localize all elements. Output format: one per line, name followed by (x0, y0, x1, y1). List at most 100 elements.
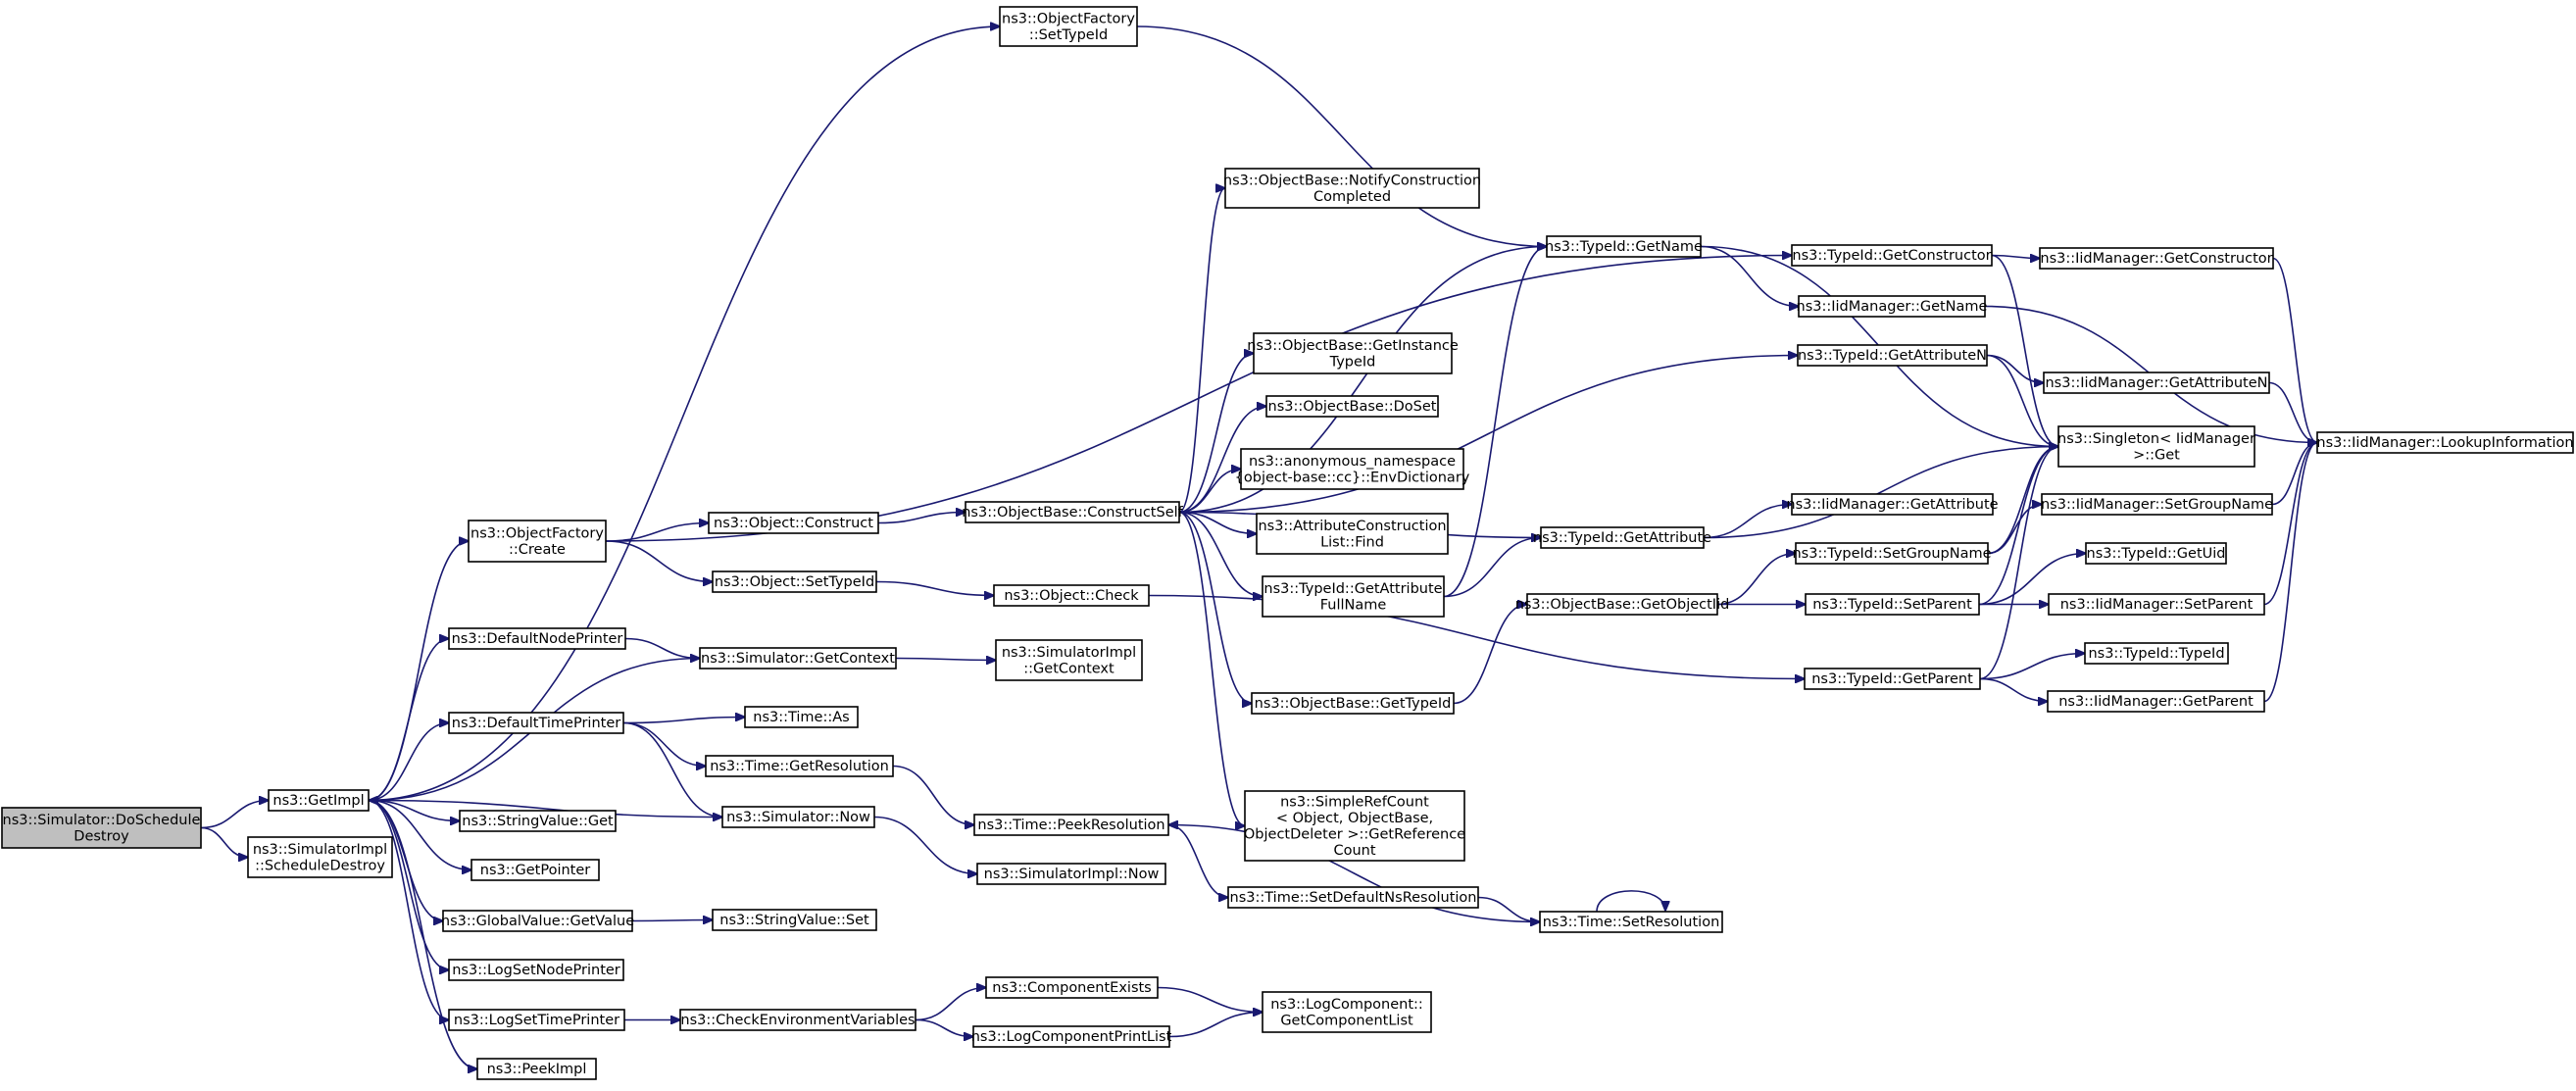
edge-ob_constructself-to-anon_envdict (1178, 470, 1241, 514)
node-checkenv[interactable]: ns3::CheckEnvironmentVariables (679, 1009, 916, 1031)
node-of_create[interactable]: ns3::ObjectFactory::Create (468, 520, 607, 563)
node-time_setdefnsres[interactable]: ns3::Time::SetDefaultNsResolution (1227, 886, 1479, 909)
node-ob_doset[interactable]: ns3::ObjectBase::DoSet (1265, 395, 1439, 418)
node-typeid_getattrn[interactable]: ns3::TypeId::GetAttributeN (1797, 344, 1988, 367)
node-typeid_getattr[interactable]: ns3::TypeId::GetAttribute (1533, 526, 1711, 549)
node-logsettimeprinter[interactable]: ns3::LogSetTimePrinter (448, 1009, 625, 1031)
node-simimpl_now[interactable]: ns3::SimulatorImpl::Now (976, 863, 1166, 885)
node-compexists[interactable]: ns3::ComponentExists (985, 976, 1159, 999)
node-iid_getparent[interactable]: ns3::IidManager::GetParent (2047, 690, 2265, 713)
edge-checkenv-to-compexists (915, 988, 986, 1021)
edge-ob_constructself-to-typeid_getattrn (1178, 356, 1798, 514)
node-typeid_getconstructor[interactable]: ns3::TypeId::GetConstructor (1791, 244, 1993, 267)
node-box (1240, 448, 1464, 490)
edge-sim_now-to-simimpl_now (873, 816, 977, 874)
node-ob_gettypeid[interactable]: ns3::ObjectBase::GetTypeId (1251, 692, 1455, 715)
node-typeid_setgroupname[interactable]: ns3::TypeId::SetGroupName (1792, 542, 1992, 565)
node-logcompprintlist[interactable]: ns3::LogComponentPrintList (971, 1025, 1172, 1048)
node-box (1795, 542, 1989, 565)
node-box (2085, 542, 2227, 565)
node-iid_getname[interactable]: ns3::IidManager::GetName (1797, 295, 1988, 318)
node-box (993, 584, 1150, 607)
node-box (448, 959, 624, 981)
node-label: ::GetContext (1023, 661, 1115, 676)
node-logsetnodeprinter[interactable]: ns3::LogSetNodePrinter (448, 959, 624, 981)
node-of_settypeid[interactable]: ns3::ObjectFactory::SetTypeId (999, 6, 1138, 47)
node-ob_constructself[interactable]: ns3::ObjectBase::ConstructSelf (962, 501, 1184, 523)
edge-ob_constructself-to-ob_notify (1178, 188, 1225, 514)
node-getimpl[interactable]: ns3::GetImpl (268, 789, 370, 812)
node-label: ns3::Time::SetDefaultNsResolution (1230, 890, 1477, 906)
node-typeid_setparent[interactable]: ns3::TypeId::SetParent (1805, 593, 1980, 616)
edge-typeid_getattrfullname-to-typeid_getname (1443, 247, 1547, 598)
node-typeid_getparent[interactable]: ns3::TypeId::GetParent (1804, 668, 1981, 690)
node-peekimpl[interactable]: ns3::PeekImpl (476, 1058, 597, 1080)
edge-typeid_getattr-to-iid_getattr (1703, 505, 1792, 539)
node-sim_getcontext[interactable]: ns3::Simulator::GetContext (699, 647, 897, 669)
node-iid_setparent[interactable]: ns3::IidManager::SetParent (2048, 593, 2265, 616)
node-box (268, 789, 370, 812)
node-label: ns3::IidManager::GetParent (2058, 694, 2254, 710)
node-anon_envdict[interactable]: ns3::anonymous_namespace{object-base::cc… (1235, 448, 1470, 490)
node-label: >::Get (2133, 447, 2180, 463)
node-logcomp_getlist[interactable]: ns3::LogComponent::GetComponentList (1262, 991, 1432, 1033)
node-simplerefcount[interactable]: ns3::SimpleRefCount< Object, ObjectBase,… (1244, 790, 1465, 862)
node-time_getres[interactable]: ns3::Time::GetResolution (705, 755, 894, 777)
node-obj_construct[interactable]: ns3::Object::Construct (708, 512, 879, 534)
edge-ob_constructself-to-simplerefcount (1178, 511, 1245, 826)
node-typeid_getuid[interactable]: ns3::TypeId::GetUid (2085, 542, 2227, 565)
node-box (468, 520, 607, 563)
node-time_peekres[interactable]: ns3::Time::PeekResolution (973, 814, 1169, 836)
edge-getimpl-to-getpointer (368, 799, 471, 870)
node-box (965, 501, 1180, 523)
node-gv_getvalue[interactable]: ns3::GlobalValue::GetValue (441, 910, 634, 932)
node-iid_getconstructor[interactable]: ns3::IidManager::GetConstructor (2039, 247, 2274, 270)
node-ob_getobjectiid[interactable]: ns3::ObjectBase::GetObjectIid (1515, 593, 1730, 616)
node-time_setres[interactable]: ns3::Time::SetResolution (1539, 911, 1723, 933)
node-box (1526, 593, 1718, 616)
node-iid_getattrn[interactable]: ns3::IidManager::GetAttributeN (2043, 372, 2270, 394)
node-typeid_getname[interactable]: ns3::TypeId::GetName (1545, 235, 1703, 258)
node-box (1539, 911, 1723, 933)
node-obj_settypeid[interactable]: ns3::Object::SetTypeId (712, 570, 877, 593)
node-box (1227, 886, 1479, 909)
node-obj_check[interactable]: ns3::Object::Check (993, 584, 1150, 607)
node-time_as[interactable]: ns3::Time::As (744, 706, 859, 728)
node-box (448, 712, 624, 734)
edge-gv_getvalue-to-stringvalue_set (631, 920, 713, 921)
node-label: ns3::DefaultNodePrinter (452, 631, 623, 647)
node-iid_getattr[interactable]: ns3::IidManager::GetAttribute (1786, 493, 1999, 516)
node-iid_setgroupname[interactable]: ns3::IidManager::SetGroupName (2041, 493, 2273, 516)
node-label: ns3::LogComponentPrintList (971, 1029, 1172, 1045)
node-label: ns3::TypeId::TypeId (2088, 646, 2224, 662)
edge-of_create-to-obj_settypeid (605, 540, 713, 582)
node-sim_now[interactable]: ns3::Simulator::Now (721, 806, 875, 828)
node-label: ns3::Time::PeekResolution (977, 818, 1164, 833)
node-label: ns3::GetPointer (480, 863, 591, 878)
node-getpointer[interactable]: ns3::GetPointer (471, 859, 600, 881)
edge-typeid_getattrn-to-iid_getattrn (1986, 354, 2044, 383)
node-simimpl_scheddestroy[interactable]: ns3::SimulatorImpl::ScheduleDestroy (247, 836, 393, 878)
node-label: ns3::StringValue::Set (719, 913, 869, 928)
node-label: ::SetTypeId (1029, 27, 1108, 43)
node-deftimeprinter[interactable]: ns3::DefaultTimePrinter (448, 712, 624, 734)
node-label: ns3::ObjectBase::GetInstance (1247, 338, 1459, 354)
edge-ob_getobjectiid-to-typeid_setgroupname (1716, 554, 1796, 606)
edge-checkenv-to-logcompprintlist (915, 1018, 973, 1037)
node-singleton_get[interactable]: ns3::Singleton< IidManager>::Get (2057, 425, 2255, 468)
node-box (1256, 513, 1449, 555)
node-simimpl_getcontext[interactable]: ns3::SimulatorImpl::GetContext (995, 639, 1143, 681)
node-defnodeprinter[interactable]: ns3::DefaultNodePrinter (448, 627, 626, 650)
node-iid_lookup[interactable]: ns3::IidManager::LookupInformation (2316, 431, 2574, 454)
node-stringvalue_get[interactable]: ns3::StringValue::Get (459, 810, 617, 832)
edge-time_setres-to-time_setres (1596, 890, 1665, 913)
node-stringvalue_set[interactable]: ns3::StringValue::Set (712, 909, 877, 931)
node-label: ns3::TypeId::GetName (1545, 239, 1703, 255)
node-typeid_typeid[interactable]: ns3::TypeId::TypeId (2084, 642, 2229, 665)
edge-doschedule-to-getimpl (200, 801, 269, 829)
node-ob_notify[interactable]: ns3::ObjectBase::NotifyConstructionCompl… (1223, 168, 1481, 209)
